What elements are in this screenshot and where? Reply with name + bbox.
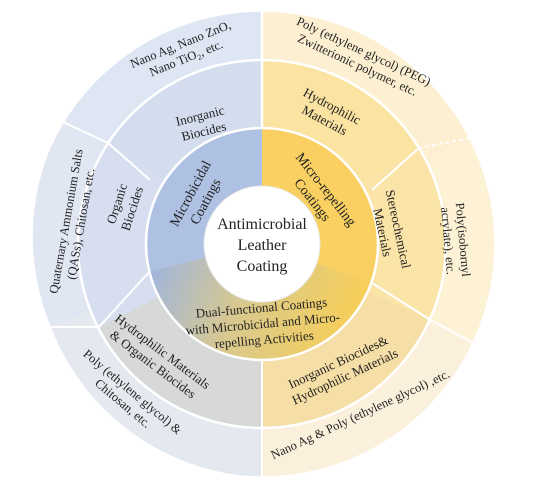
label-polyisobornyl: Poly(isobornyl acrylate), etc. bbox=[438, 202, 473, 278]
label-polyisobornyl-1: Poly(isobornyl bbox=[453, 202, 473, 278]
center-line-1: Antimicrobial bbox=[217, 216, 307, 233]
center-line-3: Coating bbox=[237, 258, 288, 275]
label-polyisobornyl-2: acrylate), etc. bbox=[438, 207, 458, 276]
center-line-2: Leather bbox=[238, 237, 288, 254]
center-title: Antimicrobial Leather Coating bbox=[217, 216, 307, 275]
center-circle bbox=[203, 185, 321, 303]
